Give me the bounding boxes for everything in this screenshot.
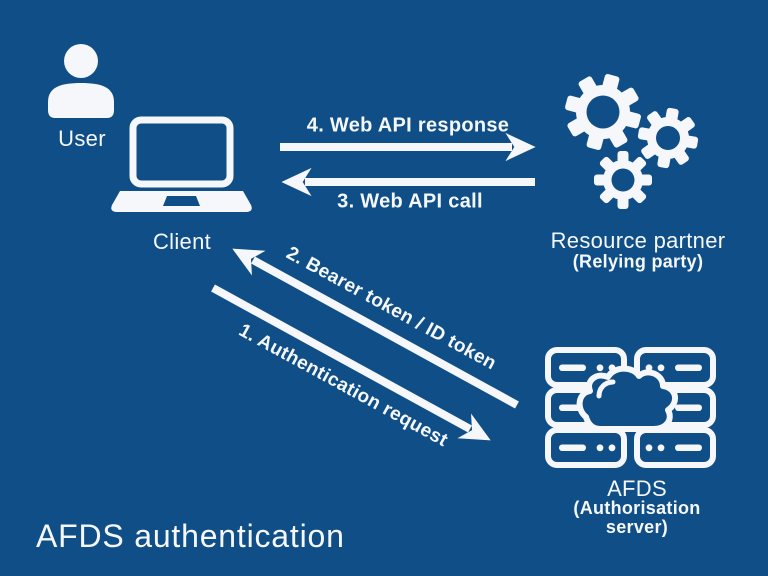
client-label: Client [152,229,212,254]
afds-sublabel: (Authorisation server) [573,498,701,537]
resource-partner-label: Resource partner [550,228,726,253]
laptop-icon [111,116,252,212]
arrow-auth-request [211,284,491,441]
arrow-bearer-token [232,248,519,409]
user-label: User [58,126,106,151]
servers-cloud-icon [545,347,716,468]
user-icon [48,44,114,118]
gears-icon [565,74,699,209]
resource-partner-sublabel: (Relying party) [572,251,704,272]
cloud-icon [576,365,678,432]
afds-label: AFDS [607,476,667,501]
page-title: AFDS authentication [36,518,345,554]
flow-label-web-api-call: 3. Web API call [337,190,483,213]
flow-label-web-api-response: 4. Web API response [306,114,510,137]
